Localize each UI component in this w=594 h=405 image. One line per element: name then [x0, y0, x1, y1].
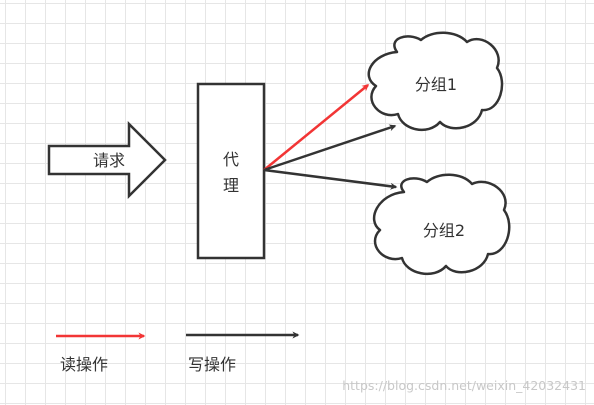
proxy-label-line1: 代	[223, 150, 239, 169]
legend-read-label: 读操作	[60, 355, 108, 374]
group2-label: 分组2	[423, 221, 465, 240]
watermark-text: https://blog.csdn.net/weixin_42032431	[342, 378, 586, 393]
group2-cloud	[372, 173, 511, 276]
write-arrow-to-group1	[263, 124, 397, 172]
request-arrow-shape	[47, 120, 167, 200]
proxy-label-line2: 理	[223, 176, 239, 195]
write-arrow-to-group2	[263, 168, 398, 190]
request-label: 请求	[93, 151, 125, 170]
read-arrow-to-group1	[263, 84, 370, 171]
proxy-box	[196, 82, 266, 260]
legend-write-label: 写操作	[188, 355, 236, 374]
group1-cloud	[367, 31, 504, 132]
group1-label: 分组1	[415, 75, 457, 94]
